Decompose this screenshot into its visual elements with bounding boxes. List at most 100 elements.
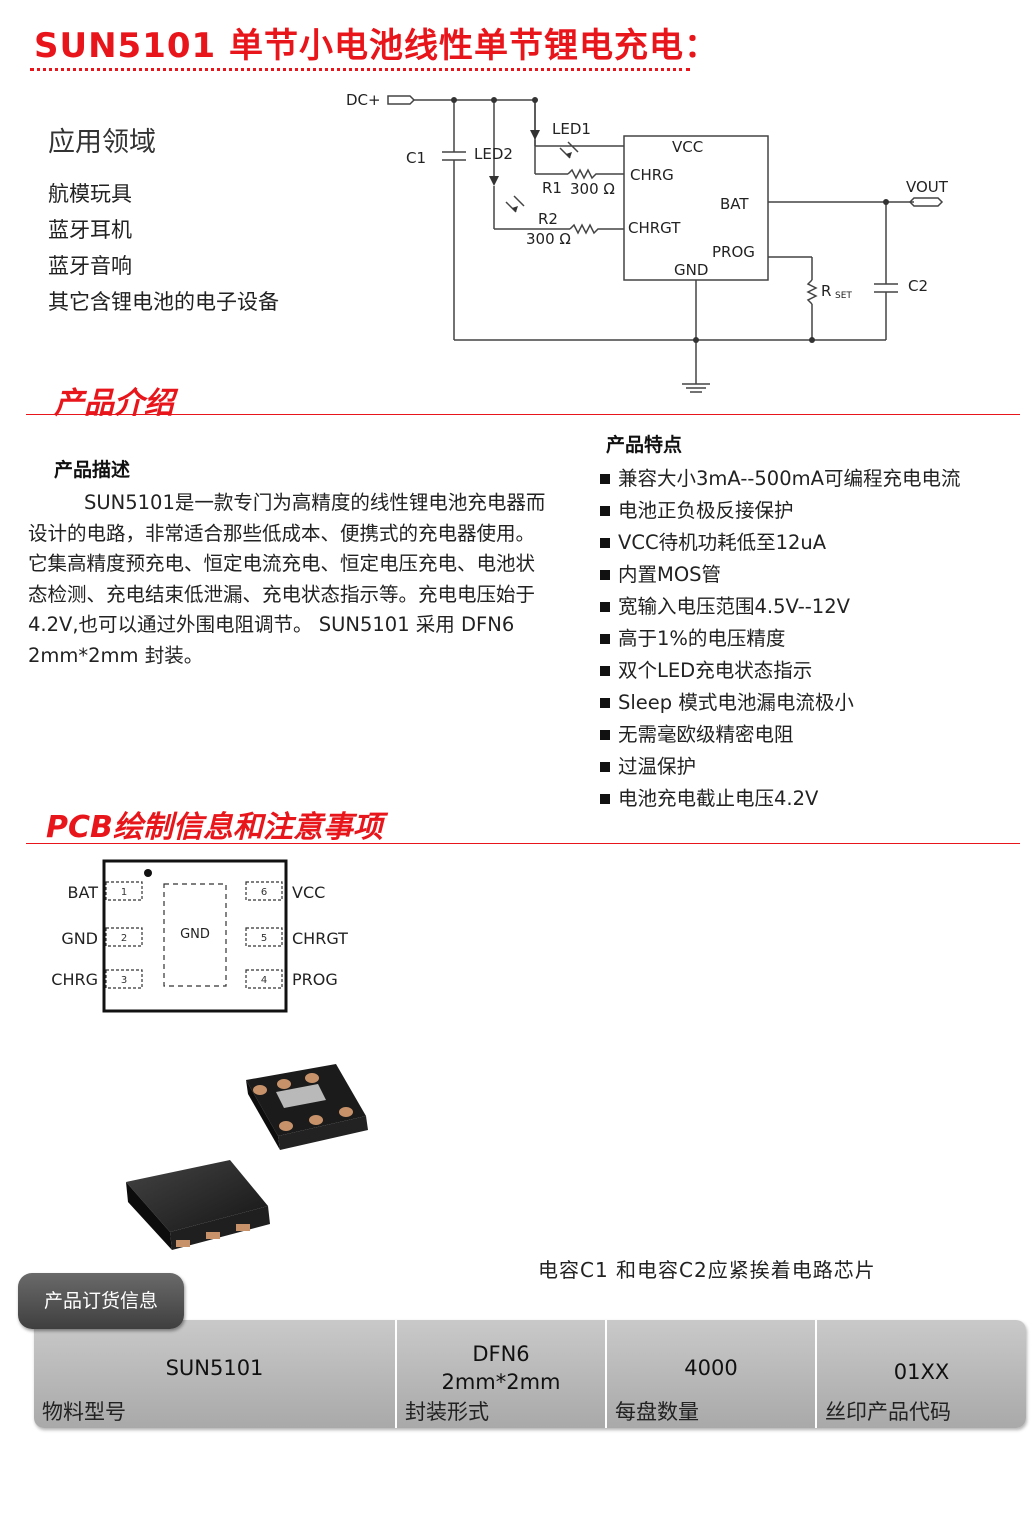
bullet-icon [600,730,610,740]
pin-vcc-label: VCC [672,138,703,156]
marking-code-label: 丝印产品代码 [825,1400,951,1424]
dc-connector-icon [387,95,416,105]
pin-name: CHRGT [292,929,348,948]
product-intro-title: 产品介绍 [54,386,174,421]
pin-name: PROG [292,970,338,989]
pin-name: VCC [292,883,325,902]
title-underline [30,68,690,71]
feature-item: Sleep 模式电池漏电流极小 [600,687,960,719]
pin-chrgt-label: CHRGT [628,219,681,237]
part-number-label: 物料型号 [42,1400,126,1424]
feature-text: 电池充电截止电压4.2V [618,787,819,810]
bullet-icon [600,506,610,516]
layout-note: 电容C1 和电容C2应紧挨着电路芯片 [538,1258,876,1282]
dc-in-label: DC+ [346,91,381,109]
feature-text: 高于1%的电压精度 [618,627,786,650]
application-item: 其它含锂电池的电子设备 [48,290,279,314]
page-title: SUN5101 单节小电池线性单节锂电充电： [34,26,720,66]
pcb-footprint-diagram: GND 1 2 3 6 5 4 BAT GND CHRG VCC CHRGT P… [51,859,348,1013]
feature-text: 双个LED充电状态指示 [618,659,813,682]
chip-photo [126,1064,368,1250]
pin-number: 2 [121,933,127,944]
pin-gnd-label: GND [674,261,708,279]
pad-4 [245,969,283,989]
thermal-pad-label: GND [180,927,210,942]
pin-chrg-label: CHRG [630,166,674,184]
c1-label: C1 [406,149,426,167]
pin1-marker-icon [144,869,152,877]
feature-text: 过温保护 [618,755,697,778]
pcb-section-title: PCB绘制信息和注意事项 [46,810,383,845]
features-list: 兼容大小3mA--500mA可编程充电电流 电池正负极反接保护 VCC待机功耗低… [600,463,960,815]
ordering-table: SUN5101 物料型号 DFN6 2mm*2mm 封装形式 4000 每盘数量… [34,1320,1026,1428]
part-number-value: SUN5101 [165,1356,264,1380]
description-paragraph: SUN5101是一款专门为高精度的线性锂电池充电器而设计的电路，非常适合那些低成… [28,491,546,667]
feature-text: VCC待机功耗低至12uA [618,531,827,554]
feature-text: 无需毫欧级精密电阻 [618,723,794,746]
package-value: DFN6 2mm*2mm [441,1342,561,1394]
pin-name: GND [61,929,98,948]
application-item: 蓝牙音响 [48,254,132,278]
led2-diode-icon [489,176,499,186]
bullet-icon [600,538,610,548]
feature-text: 电池正负极反接保护 [618,499,794,522]
order-column-quantity: 4000 每盘数量 [607,1320,817,1428]
feature-item: 过温保护 [600,751,960,783]
order-column-marking: 01XX 丝印产品代码 [817,1320,1026,1428]
feature-item: 高于1%的电压精度 [600,623,960,655]
feature-item: 宽输入电压范围4.5V--12V [600,591,960,623]
reel-quantity-value: 4000 [684,1356,738,1380]
feature-item: 电池正负极反接保护 [600,495,960,527]
feature-text: 兼容大小3mA--500mA可编程充电电流 [618,467,961,490]
features-heading: 产品特点 [606,434,683,456]
description-text: SUN5101是一款专门为高精度的线性锂电池充电器而设计的电路，非常适合那些低成… [28,488,548,671]
chip-top-view [126,1160,270,1250]
bullet-icon [600,570,610,580]
package-outline [102,859,288,1013]
feature-item: 无需毫欧级精密电阻 [600,719,960,751]
pin-number: 4 [261,975,267,986]
pin-name: BAT [68,883,99,902]
feature-item: 双个LED充电状态指示 [600,655,960,687]
led1-label: LED1 [552,120,591,138]
marking-code-value: 01XX [893,1360,950,1384]
vout-connector-icon [908,197,944,207]
pad-5 [245,927,283,947]
ordering-info-tab: 产品订货信息 [18,1273,184,1329]
c2-label: C2 [908,277,928,295]
application-item: 航模玩具 [48,182,132,206]
r2-label: R2 [538,210,558,228]
pin-number: 5 [261,933,267,944]
bullet-icon [600,634,610,644]
section-divider [26,843,1020,844]
feature-item: VCC待机功耗低至12uA [600,527,960,559]
pin-number: 3 [121,975,127,986]
section-divider [26,414,1020,415]
order-column-part: SUN5101 物料型号 [34,1320,397,1428]
feature-item: 电池充电截止电压4.2V [600,783,960,815]
feature-text: 宽输入电压范围4.5V--12V [618,595,850,618]
bullet-icon [600,698,610,708]
feature-item: 内置MOS管 [600,559,960,591]
feature-text: Sleep 模式电池漏电流极小 [618,691,854,714]
package-label: 封装形式 [405,1400,489,1424]
pin-prog-label: PROG [712,243,755,261]
order-column-package: DFN6 2mm*2mm 封装形式 [397,1320,607,1428]
pin-number: 6 [261,887,267,898]
applications-heading: 应用领域 [48,127,156,158]
rset-subscript: SET [835,291,852,301]
bullet-icon [600,666,610,676]
reel-quantity-label: 每盘数量 [615,1400,699,1424]
feature-text: 内置MOS管 [618,563,722,586]
pad-2 [105,927,143,947]
led2-label: LED2 [474,145,513,163]
led1-diode-icon [530,130,540,140]
bullet-icon [600,794,610,804]
pad-3 [105,969,143,989]
description-heading: 产品描述 [54,459,131,481]
bullet-icon [600,602,610,612]
thermal-pad [163,883,227,987]
chip-bottom-view [246,1064,368,1150]
vout-label: VOUT [906,178,949,196]
application-schematic: DC+ C1 LED2 LED1 R1 300 Ω R2 300 Ω VCC C… [346,91,949,393]
